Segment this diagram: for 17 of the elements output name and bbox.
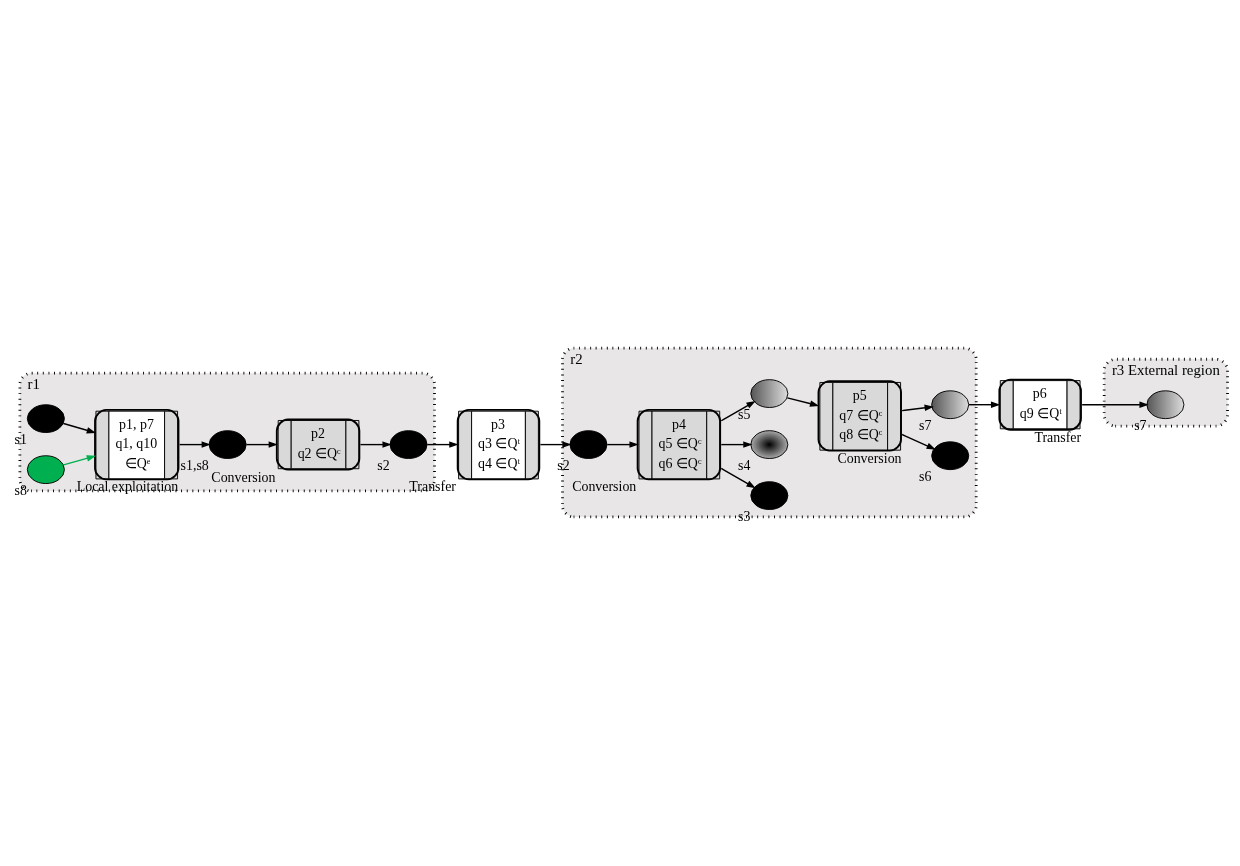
node-label: s7 bbox=[1134, 417, 1147, 433]
node-label: Transfer bbox=[409, 479, 456, 495]
node-label: s3 bbox=[738, 508, 751, 524]
node-label: s2 bbox=[377, 457, 390, 473]
node-label: s6 bbox=[918, 468, 932, 484]
node-label: s5 bbox=[738, 406, 751, 422]
node-label: s1,s8 bbox=[180, 457, 209, 473]
node-label: Transfer bbox=[1034, 429, 1082, 445]
node-label: Conversion bbox=[837, 450, 902, 466]
node-label: s7 bbox=[918, 417, 932, 433]
node-label: Conversion bbox=[211, 469, 276, 485]
node-label: s4 bbox=[738, 457, 751, 473]
node-label: s2 bbox=[557, 457, 570, 473]
node-label: Local exploitation bbox=[76, 479, 179, 495]
node-label: s8 bbox=[14, 482, 27, 498]
node-label: s1 bbox=[14, 431, 27, 447]
node-label: Conversion bbox=[572, 479, 637, 495]
